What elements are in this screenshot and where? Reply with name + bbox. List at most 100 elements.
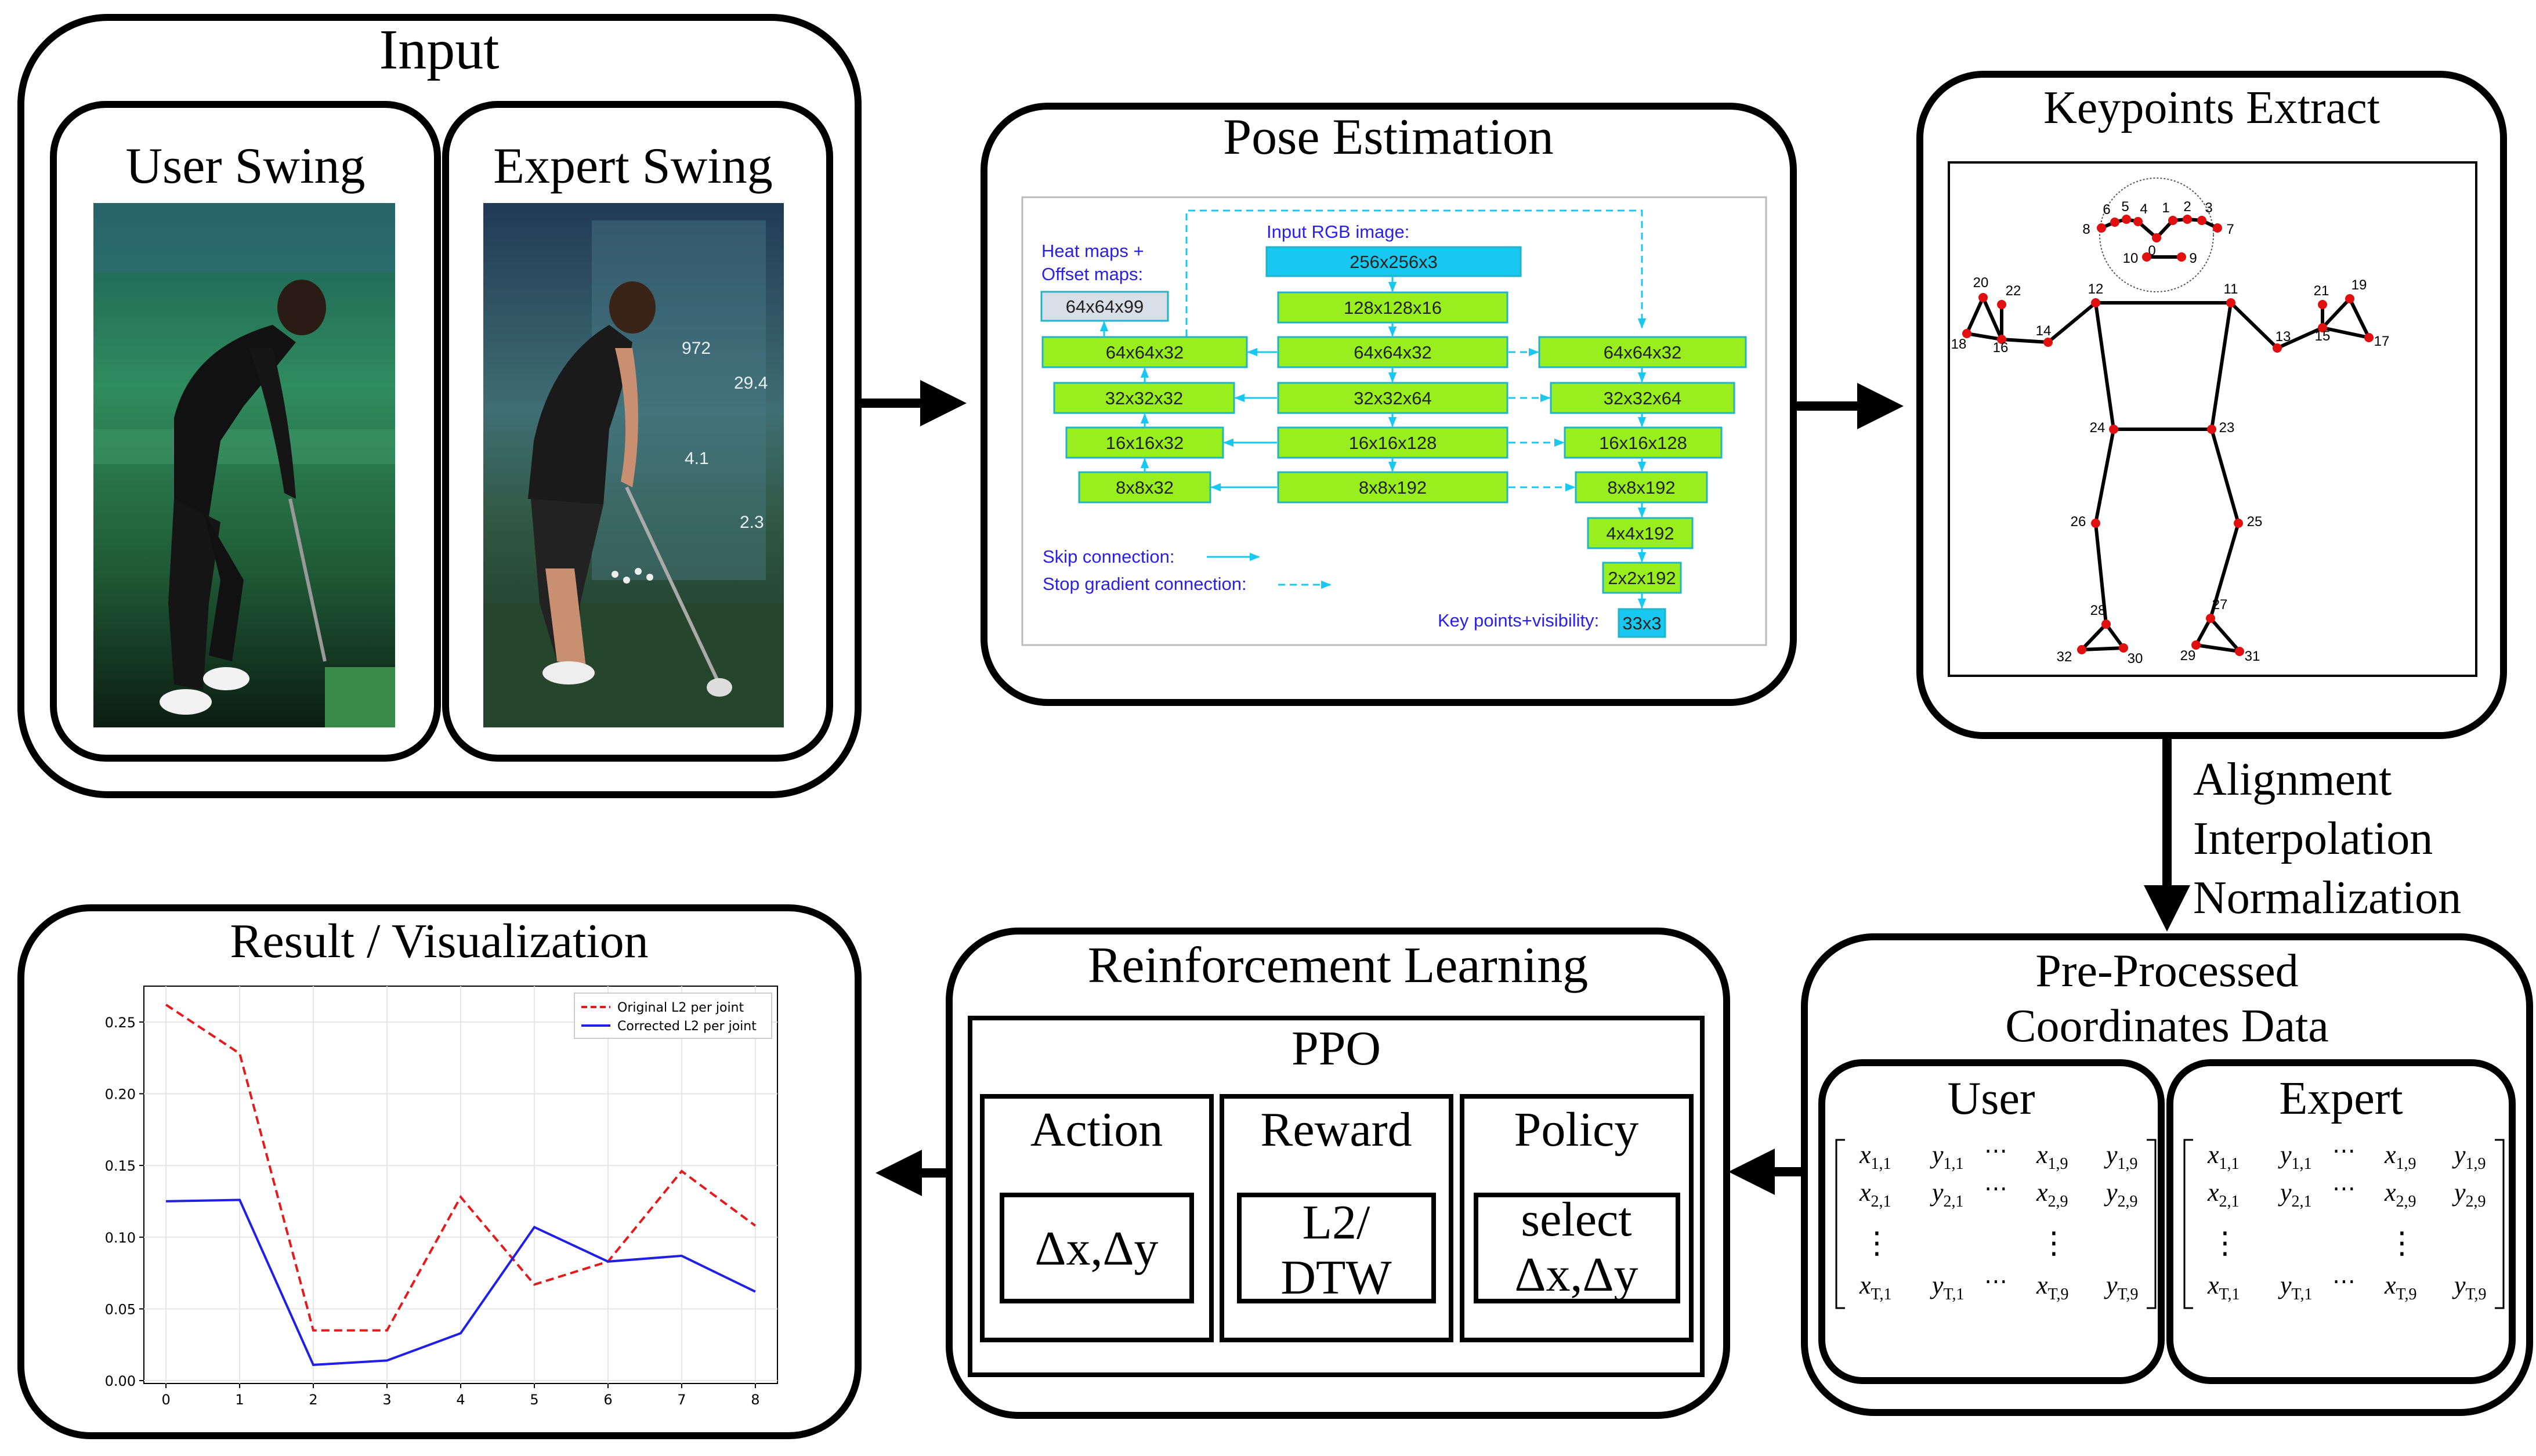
- expert-swing-label: Expert Swing: [493, 138, 773, 194]
- user-matrix-bracket-left: [1835, 1139, 1845, 1309]
- rl-title: Reinforcement Learning: [1088, 937, 1589, 994]
- expert-matrix-label: Expert: [2279, 1073, 2403, 1124]
- bone-6: [2322, 326, 2369, 339]
- right-stack-2-label: 16x16x128: [1599, 433, 1687, 453]
- reward-value-1: L2/: [1303, 1196, 1370, 1249]
- user-matrix-vdots-0: ⋮: [1862, 1226, 1892, 1261]
- step-alignment: Alignment: [2193, 754, 2392, 805]
- ytick-label-0: 0.00: [105, 1373, 136, 1389]
- keypoint-label-5: 5: [2121, 199, 2129, 215]
- keypoint-5: [2122, 215, 2131, 224]
- policy-box: Policy select Δx,Δy: [1460, 1094, 1694, 1342]
- screen-value-2: 29.4: [734, 374, 768, 393]
- keypoint-32: [2077, 645, 2086, 654]
- keypoint-21: [2318, 300, 2327, 309]
- bone-12: [1966, 332, 2002, 341]
- expert-matrix-hdots-1: ⋯: [2332, 1175, 2356, 1202]
- keypoint-20: [1978, 293, 1988, 302]
- keypoint-31: [2235, 647, 2244, 656]
- legend-skip-label: Skip connection:: [1043, 546, 1174, 567]
- keypoint-17: [2364, 333, 2374, 342]
- keypoint-16: [1997, 335, 2006, 344]
- right-stack-1-label: 32x32x64: [1604, 388, 1681, 408]
- right-stack-3: [1575, 471, 1708, 504]
- keypoint-label-18: 18: [1951, 336, 1967, 352]
- keypoint-label-15: 15: [2315, 328, 2331, 344]
- expert-matrix-bracket-right: [2495, 1139, 2505, 1309]
- policy-label: Policy: [1514, 1103, 1639, 1157]
- bone-18: [2194, 617, 2212, 646]
- xtick-label-0: 0: [161, 1392, 170, 1408]
- keypoint-12: [2091, 298, 2100, 307]
- xtick-label-6: 6: [603, 1392, 612, 1408]
- keypoint-label-17: 17: [2374, 334, 2390, 349]
- keypoint-27: [2206, 614, 2215, 623]
- xtick-label-7: 7: [677, 1392, 686, 1408]
- expert-matrix-cell-0-1: y1,1: [2278, 1140, 2312, 1173]
- keypoints-title: Keypoints Extract: [2043, 82, 2380, 133]
- encoder-4: [1277, 471, 1508, 504]
- ytick-label-4: 0.20: [105, 1086, 136, 1102]
- keypoint-4: [2133, 217, 2143, 226]
- keypoint-label-20: 20: [1973, 275, 1989, 291]
- rl-panel: Reinforcement Learning PPO Action Δx,Δy …: [946, 928, 1730, 1419]
- keypoint-9: [2177, 252, 2186, 262]
- legend-label-0: Original L2 per joint: [617, 1001, 744, 1015]
- keypoint-label-23: 23: [2219, 420, 2235, 436]
- input-title: Input: [379, 19, 500, 81]
- heatmap-box: [1040, 291, 1169, 322]
- policy-value-1: select: [1521, 1193, 1631, 1247]
- bone-13: [1965, 296, 1985, 335]
- keypoint-8: [2097, 223, 2106, 233]
- keypoint-label-3: 3: [2205, 200, 2212, 216]
- user-swing-image: [93, 203, 395, 727]
- right-stack-2: [1564, 426, 1723, 459]
- bone-2: [2094, 302, 2115, 430]
- reward-value-2: DTW: [1280, 1251, 1392, 1305]
- right-stack-4: [1587, 517, 1694, 549]
- encoder-2: [1277, 382, 1508, 414]
- keypoint-15: [2318, 323, 2327, 332]
- left-stack-3-label: 8x8x32: [1116, 477, 1174, 498]
- bone-14: [1981, 296, 2003, 341]
- bone-20: [2209, 617, 2241, 653]
- keypoint-label-14: 14: [2036, 323, 2052, 339]
- user-matrix-hdots-0: ⋯: [1984, 1138, 2007, 1164]
- preprocessed-title-1: Pre-Processed: [2035, 946, 2298, 997]
- ytick-label-3: 0.15: [105, 1158, 136, 1174]
- left-stack-3: [1078, 471, 1211, 504]
- bone-5: [2276, 326, 2324, 350]
- encoder-0-label: 128x128x16: [1344, 298, 1442, 318]
- bone-21: [2094, 429, 2115, 524]
- pose-title: Pose Estimation: [1223, 109, 1554, 165]
- bone-24: [2081, 646, 2124, 651]
- preprocessed-title-2: Coordinates Data: [2005, 1001, 2329, 1052]
- keypoint-label-21: 21: [2314, 283, 2329, 299]
- expert-matrix-hdots-0: ⋯: [2332, 1138, 2356, 1164]
- right-stack-5-label: 2x2x192: [1608, 568, 1676, 588]
- keypoint-3: [2197, 216, 2206, 225]
- user-swing-label: User Swing: [125, 138, 365, 194]
- expert-matrix-vdots-1: ⋮: [2387, 1226, 2417, 1261]
- xtick-label-8: 8: [751, 1392, 759, 1408]
- xtick-label-5: 5: [530, 1392, 538, 1408]
- action-value: Δx,Δy: [1034, 1222, 1158, 1276]
- reward-box: Reward L2/ DTW: [1220, 1094, 1453, 1342]
- output-box: [1618, 608, 1666, 638]
- keypoint-label-11: 11: [2224, 281, 2238, 297]
- step-interpolation: Interpolation: [2193, 813, 2433, 864]
- keypoint-label-22: 22: [2006, 283, 2021, 299]
- keypoint-6: [2110, 218, 2119, 227]
- encoder-0: [1277, 291, 1508, 324]
- output-label: Key points+visibility:: [1438, 610, 1599, 631]
- expert-swing-panel: Expert Swing 972 29.4 4.1 2.3: [442, 101, 833, 762]
- keypoint-label-31: 31: [2245, 649, 2260, 664]
- right-stack-0: [1538, 336, 1747, 368]
- action-label: Action: [1030, 1103, 1163, 1157]
- ytick-label-2: 0.10: [105, 1230, 136, 1246]
- keypoint-label-26: 26: [2071, 514, 2086, 530]
- policy-value-2: Δx,Δy: [1514, 1248, 1638, 1302]
- input-panel: Input User Swing Expert Sw: [17, 14, 862, 798]
- right-stack-4-label: 4x4x192: [1606, 523, 1674, 544]
